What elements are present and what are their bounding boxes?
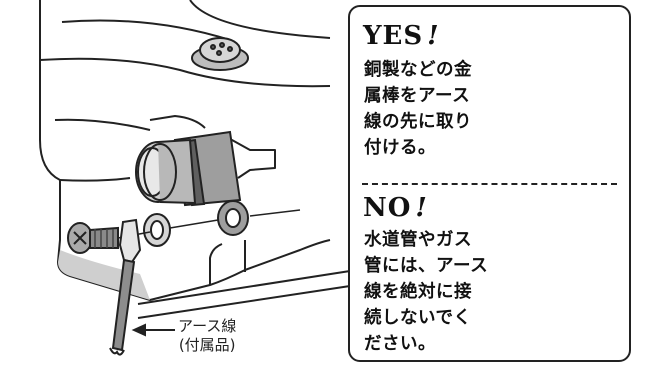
- no-heading-mark: !: [415, 193, 428, 223]
- hose-connector: [135, 130, 242, 207]
- no-heading: NO!: [363, 195, 428, 221]
- wire-label-arrow: [131, 323, 175, 337]
- yes-heading: YES!: [363, 23, 440, 49]
- yes-heading-mark: !: [427, 21, 440, 51]
- ground-wire: [109, 218, 142, 356]
- instruction-callout: YES! 銅製などの金 属棒をアース 線の先に取り 付ける。 NO! 水道管やガ…: [348, 5, 631, 362]
- yes-instruction-text: 銅製などの金 属棒をアース 線の先に取り 付ける。: [364, 60, 472, 158]
- ground-screw: [67, 222, 119, 254]
- callout-pointer: [137, 270, 351, 319]
- no-heading-text: NO: [363, 193, 412, 223]
- washers: [117, 200, 301, 247]
- yes-heading-text: YES: [363, 21, 424, 51]
- panel-divider: [362, 183, 617, 185]
- ground-wire-label: アース線 (付属品): [178, 317, 237, 354]
- top-knob: [191, 37, 249, 71]
- no-warning-text: 水道管やガス 管には、アース 線を絶対に接 続しないでく ださい。: [364, 230, 489, 354]
